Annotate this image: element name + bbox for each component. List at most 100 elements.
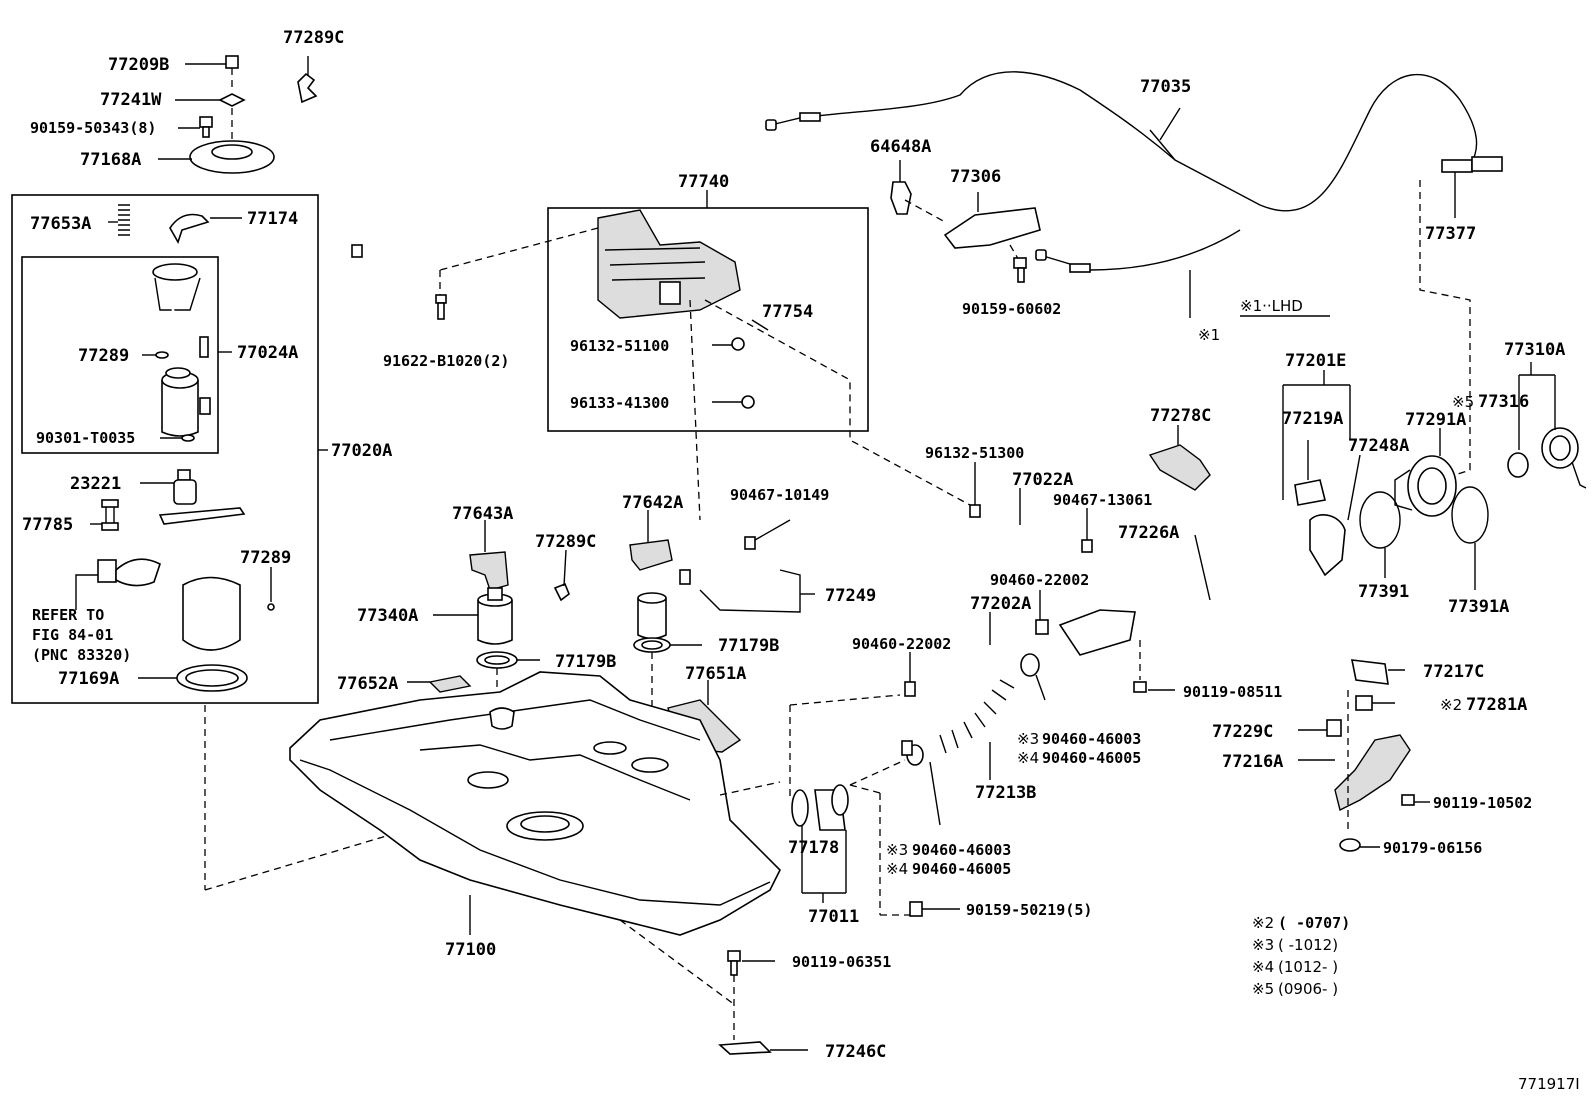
vent-valve-icon <box>477 600 513 645</box>
hose-clamp-icon <box>744 536 756 550</box>
hose-clamp-icon <box>741 395 755 409</box>
bolt-icon <box>199 116 213 128</box>
bracket-icon <box>1148 444 1211 491</box>
label-77785: 77785 <box>22 515 73 535</box>
label-77377: 77377 <box>1425 224 1476 244</box>
label-77289-a: 77289 <box>78 346 129 366</box>
hose-clamp-icon <box>901 740 913 756</box>
refer-note-line2: FIG 84-01 <box>32 626 113 644</box>
legend-mark-5: ※5 <box>1252 980 1274 998</box>
filler-pipe-end-icon <box>1309 514 1346 577</box>
lhd-mark: ※1 <box>1198 326 1220 344</box>
label-77024A: 77024A <box>237 343 298 363</box>
lever-group <box>890 160 1041 283</box>
bolt-icon <box>727 950 741 962</box>
label-77652A: 77652A <box>337 674 398 694</box>
label-77643A: 77643A <box>452 504 513 524</box>
label-77316-mark: ※5 <box>1452 393 1474 411</box>
legend-mark-4: ※4 <box>1252 958 1274 976</box>
label-90159-50343: 90159-50343(8) <box>30 119 156 137</box>
label-77202A: 77202A <box>970 594 1031 614</box>
label-77201E: 77201E <box>1285 351 1346 371</box>
label-77306: 77306 <box>950 167 1001 187</box>
label-77020A: 77020A <box>331 441 392 461</box>
legend-text-2: ( -0707) <box>1278 914 1350 932</box>
label-77169A: 77169A <box>58 669 119 689</box>
hose-clamp-icon <box>1081 539 1093 553</box>
label-77291A: 77291A <box>1405 410 1466 430</box>
label-77642A: 77642A <box>622 493 683 513</box>
hose-clamp-icon <box>731 337 745 351</box>
label-77216A: 77216A <box>1222 752 1283 772</box>
valve-cover-icon <box>629 539 673 571</box>
label-90179-06156: 90179-06156 <box>1383 839 1482 857</box>
label-77011: 77011 <box>808 907 859 927</box>
label-77022A: 77022A <box>1012 470 1073 490</box>
gasket-icon <box>218 93 246 107</box>
pipe-fitting-icon <box>225 55 239 69</box>
filler-group <box>789 362 1587 917</box>
label-77241W: 77241W <box>100 90 162 110</box>
refer-note-line3: (PNC 83320) <box>32 646 131 664</box>
label-77289C-top: 77289C <box>283 28 344 48</box>
label-90119-06351: 90119-06351 <box>792 953 891 971</box>
reservoir-cup-icon <box>182 576 241 651</box>
label-77391A: 77391A <box>1448 597 1509 617</box>
label-77278C: 77278C <box>1150 406 1211 426</box>
label-77281A: 77281A <box>1466 695 1527 715</box>
cap-gasket-icon <box>1507 452 1529 478</box>
o-ring-icon <box>155 351 169 359</box>
clamp-icon <box>1350 659 1389 685</box>
box-77740 <box>547 207 869 432</box>
charcoal-canister-icon <box>597 209 741 319</box>
label-91622-B1020: 91622-B1020(2) <box>383 352 509 370</box>
pump-module-icon <box>152 263 198 281</box>
bolt-icon <box>1401 794 1415 806</box>
label-90460-46003-b: 90460-46003 <box>912 841 1011 859</box>
sender-gauge-icon <box>97 559 117 583</box>
retainer-ring-icon <box>1359 491 1401 549</box>
figure-id: 771917I <box>1518 1075 1580 1093</box>
label-77209B: 77209B <box>108 55 169 75</box>
label-64648A: 64648A <box>870 137 931 157</box>
label-77217C: 77217C <box>1423 662 1484 682</box>
label-77289C-mid: 77289C <box>535 532 596 552</box>
label-77213B: 77213B <box>975 783 1036 803</box>
label-90301-T0035: 90301-T0035 <box>36 429 135 447</box>
label-90460-22002-a: 90460-22002 <box>852 635 951 653</box>
connector-icon <box>1355 695 1373 711</box>
legend-mark-2: ※2 <box>1252 914 1274 932</box>
box-77024A <box>21 256 219 454</box>
label-96133-41300: 96133-41300 <box>570 394 669 412</box>
label-96132-51100: 96132-51100 <box>570 337 669 355</box>
label-77310A: 77310A <box>1504 340 1565 360</box>
clip-icon <box>1326 719 1342 737</box>
label-90460-46005-b: 90460-46005 <box>912 860 1011 878</box>
label-77249: 77249 <box>825 586 876 606</box>
release-cable-group <box>765 71 1503 481</box>
label-77281A-mark: ※2 <box>1440 696 1462 714</box>
label-77035: 77035 <box>1140 77 1191 97</box>
label-77168A: 77168A <box>80 150 141 170</box>
clip-icon <box>1339 838 1361 852</box>
label-77226A: 77226A <box>1118 523 1179 543</box>
label-77391: 77391 <box>1358 582 1409 602</box>
legend-text-4: (1012- ) <box>1278 958 1338 976</box>
mark-3a: ※3 <box>1017 730 1039 748</box>
opener-lever-icon <box>943 207 1041 249</box>
bolt-icon <box>909 901 923 917</box>
label-90460-46003-a: 90460-46003 <box>1042 730 1141 748</box>
vent-valve-group <box>407 510 815 800</box>
label-90159-60602: 90159-60602 <box>962 300 1061 318</box>
hose-clamp-icon <box>904 681 916 697</box>
fuel-tank-group <box>289 671 808 1055</box>
fuel-tank-icon <box>289 671 781 936</box>
label-90467-10149: 90467-10149 <box>730 486 829 504</box>
vent-valve-icon <box>637 598 667 640</box>
label-77289-b: 77289 <box>240 548 291 568</box>
retainer-ring-icon <box>1451 486 1489 544</box>
label-90119-10502: 90119-10502 <box>1433 794 1532 812</box>
bolt-icon <box>1133 681 1147 693</box>
legend-mark-3: ※3 <box>1252 936 1274 954</box>
